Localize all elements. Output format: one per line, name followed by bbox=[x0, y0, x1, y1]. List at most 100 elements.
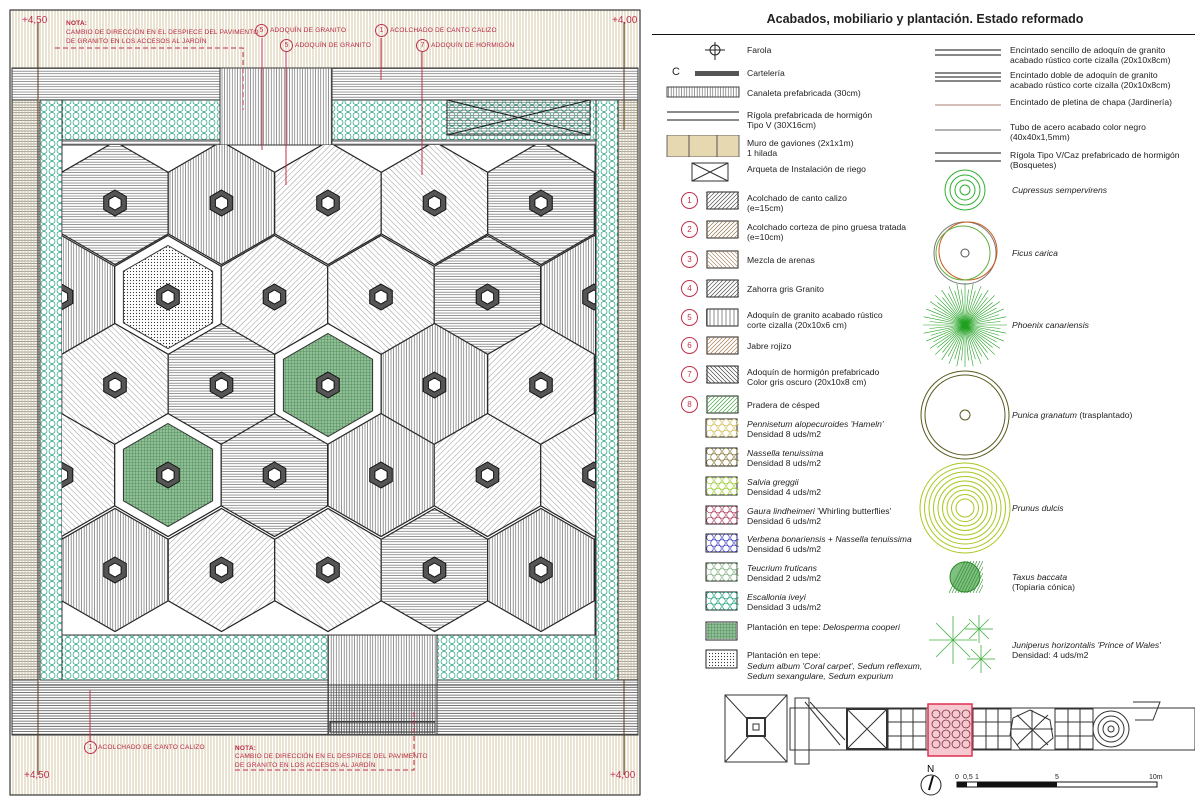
tree-name: Taxus baccata bbox=[1012, 572, 1068, 582]
line-label: Rígola Tipo V/Caz prefabricado de hormig… bbox=[1010, 150, 1180, 160]
finish-number-badge: 3 bbox=[681, 251, 698, 268]
key-plan-tree-mark bbox=[931, 719, 941, 729]
key-plan-tree-mark bbox=[961, 709, 971, 719]
tree-pit-center bbox=[108, 562, 122, 578]
plant-name: Escallonia iveyi bbox=[747, 592, 806, 602]
tree-pit-center bbox=[534, 195, 548, 211]
tree-pit-center bbox=[587, 289, 595, 305]
tree-pit-center bbox=[214, 377, 229, 393]
tree-symbol-prunus-icon bbox=[919, 462, 1011, 554]
paving-hatch bbox=[647, 236, 650, 359]
finish-swatch bbox=[706, 308, 739, 327]
plant-density: Densidad 6 uds/m2 bbox=[747, 516, 822, 526]
plant-label: Plantación en tepe: bbox=[747, 622, 823, 632]
tree-pit-center bbox=[267, 289, 282, 305]
line-label: Tubo de acero acabado color negro bbox=[1010, 122, 1146, 132]
line-symbol bbox=[935, 129, 1001, 131]
finish-label: Acolchado corteza de pino gruesa tratada bbox=[747, 222, 907, 232]
key-plan-tree-mark bbox=[931, 729, 941, 739]
tree-name: Punica granatum bbox=[1012, 410, 1077, 420]
finish-number-badge: 4 bbox=[681, 280, 698, 297]
callout-number: 5 bbox=[255, 24, 268, 37]
plant-label: Plantación en tepe: bbox=[747, 650, 821, 660]
legend-divider bbox=[652, 34, 1195, 35]
scale-label-0: 0 bbox=[955, 774, 959, 781]
plant-swatch bbox=[705, 533, 739, 553]
finish-label: Jabre rojizo bbox=[747, 341, 792, 351]
plant-density: Densidad 8 uds/m2 bbox=[747, 429, 822, 439]
key-plan-tree-mark bbox=[931, 739, 941, 749]
key-plan-tree-mark bbox=[961, 719, 971, 729]
key-plan-tree-mark bbox=[941, 719, 951, 729]
key-plan-tree-mark bbox=[951, 729, 961, 739]
line-label-2: (40x40x1,5mm) bbox=[1010, 132, 1070, 142]
legend-symbol-label: Rígola prefabricada de hormigón bbox=[747, 110, 873, 120]
tree-pit-center bbox=[214, 195, 229, 211]
tree-pit-center bbox=[427, 562, 442, 578]
tree-pit-center bbox=[161, 289, 175, 305]
callout-label: Acolchado de canto calizo bbox=[390, 27, 497, 34]
finish-label-2: Color gris oscuro (20x10x8 cm) bbox=[747, 377, 867, 387]
plant-name: Teucrium fruticans bbox=[747, 563, 817, 573]
tree-pit-center bbox=[534, 377, 548, 393]
line-label: Encintado sencillo de adoquín de granito bbox=[1010, 45, 1166, 55]
tree-name-row: Juniperus horizontalis 'Prince of Wales' bbox=[1012, 640, 1161, 651]
plant-density: Densidad 4 uds/m2 bbox=[747, 487, 822, 497]
callout-label: Acolchado de canto calizo bbox=[98, 744, 205, 751]
scale-label-5: 5 bbox=[1055, 774, 1059, 781]
plant-swatch bbox=[705, 418, 739, 438]
line-symbol bbox=[935, 152, 1001, 162]
tree-pit-center bbox=[480, 289, 495, 305]
plant-swatch bbox=[705, 505, 739, 525]
finish-swatch bbox=[706, 220, 739, 239]
plant-name-row: Plantación en tepe:Sedum album 'Coral ca… bbox=[747, 650, 922, 682]
tree-name: Juniperus horizontalis 'Prince of Wales' bbox=[1012, 640, 1161, 650]
signage-prefix: C bbox=[672, 66, 680, 78]
plant-name: Gaura lindheimeri bbox=[747, 506, 815, 516]
tree-pit-center bbox=[108, 195, 122, 211]
plant-swatch bbox=[705, 476, 739, 496]
tree-symbol-taxus-icon bbox=[948, 560, 983, 594]
key-plan-tree-mark bbox=[961, 739, 971, 749]
north-arrow bbox=[920, 774, 942, 796]
tree-pit-center bbox=[321, 377, 335, 393]
plant-name-row: Verbena bonariensis + Nassella tenuissim… bbox=[747, 534, 912, 545]
streetlight-icon bbox=[705, 42, 725, 60]
tree-symbol-ficus-icon bbox=[933, 221, 998, 285]
site-plan bbox=[9, 9, 650, 796]
line-label-2: acabado rústico corte cizalla (20x10x8cm… bbox=[1010, 55, 1171, 65]
key-plan-tree-mark bbox=[941, 739, 951, 749]
plant-swatch bbox=[705, 591, 739, 611]
paving-hexagon bbox=[647, 236, 650, 359]
plant-name-2: Nassella tenuissima bbox=[835, 534, 912, 544]
tree-name-row: Cupressus sempervirens bbox=[1012, 185, 1107, 196]
finish-number-badge: 5 bbox=[681, 309, 698, 326]
tree-note: (Topiaria cónica) bbox=[1012, 582, 1076, 592]
plant-name-row: Escallonia iveyi bbox=[747, 592, 806, 603]
finish-label-2: (e=15cm) bbox=[747, 203, 784, 213]
note-bottom-title: NOTA: bbox=[235, 745, 257, 752]
finish-swatch bbox=[706, 395, 739, 414]
key-plan-tree-mark bbox=[941, 709, 951, 719]
north-label: N bbox=[927, 764, 934, 775]
finish-label-2: (e=10cm) bbox=[747, 232, 784, 242]
scale-label-0-5: 0,5 bbox=[963, 774, 973, 781]
signage-icon bbox=[695, 71, 739, 76]
plant-name-2: Sedum sexangulare, Sedum expurium bbox=[747, 671, 894, 681]
note-top-line1: Cambio de dirección en el despiece del p… bbox=[66, 29, 259, 36]
tree-pit-center bbox=[62, 467, 69, 483]
line-symbol bbox=[935, 49, 1001, 56]
line-label: Encintado doble de adoquín de granito bbox=[1010, 70, 1158, 80]
plant-name-row: Salvia greggii bbox=[747, 477, 799, 488]
paving-hatch bbox=[540, 413, 595, 537]
tree-symbol-phoenix-icon bbox=[923, 283, 1007, 367]
tree-name: Prunus dulcis bbox=[1012, 503, 1064, 513]
legend-symbol-label-2: Tipo V (30X16cm) bbox=[747, 120, 816, 130]
plant-name: Pennisetum alopecuroides 'Hameln' bbox=[747, 419, 884, 429]
plant-density: Densidad 8 uds/m2 bbox=[747, 458, 822, 468]
finish-label: Zahorra gris Granito bbox=[747, 284, 824, 294]
plant-swatch bbox=[705, 621, 738, 641]
scale-bar bbox=[956, 781, 1158, 788]
callout-number: 1 bbox=[84, 741, 97, 754]
legend-symbol-label: Arqueta de Instalación de riego bbox=[747, 164, 866, 174]
